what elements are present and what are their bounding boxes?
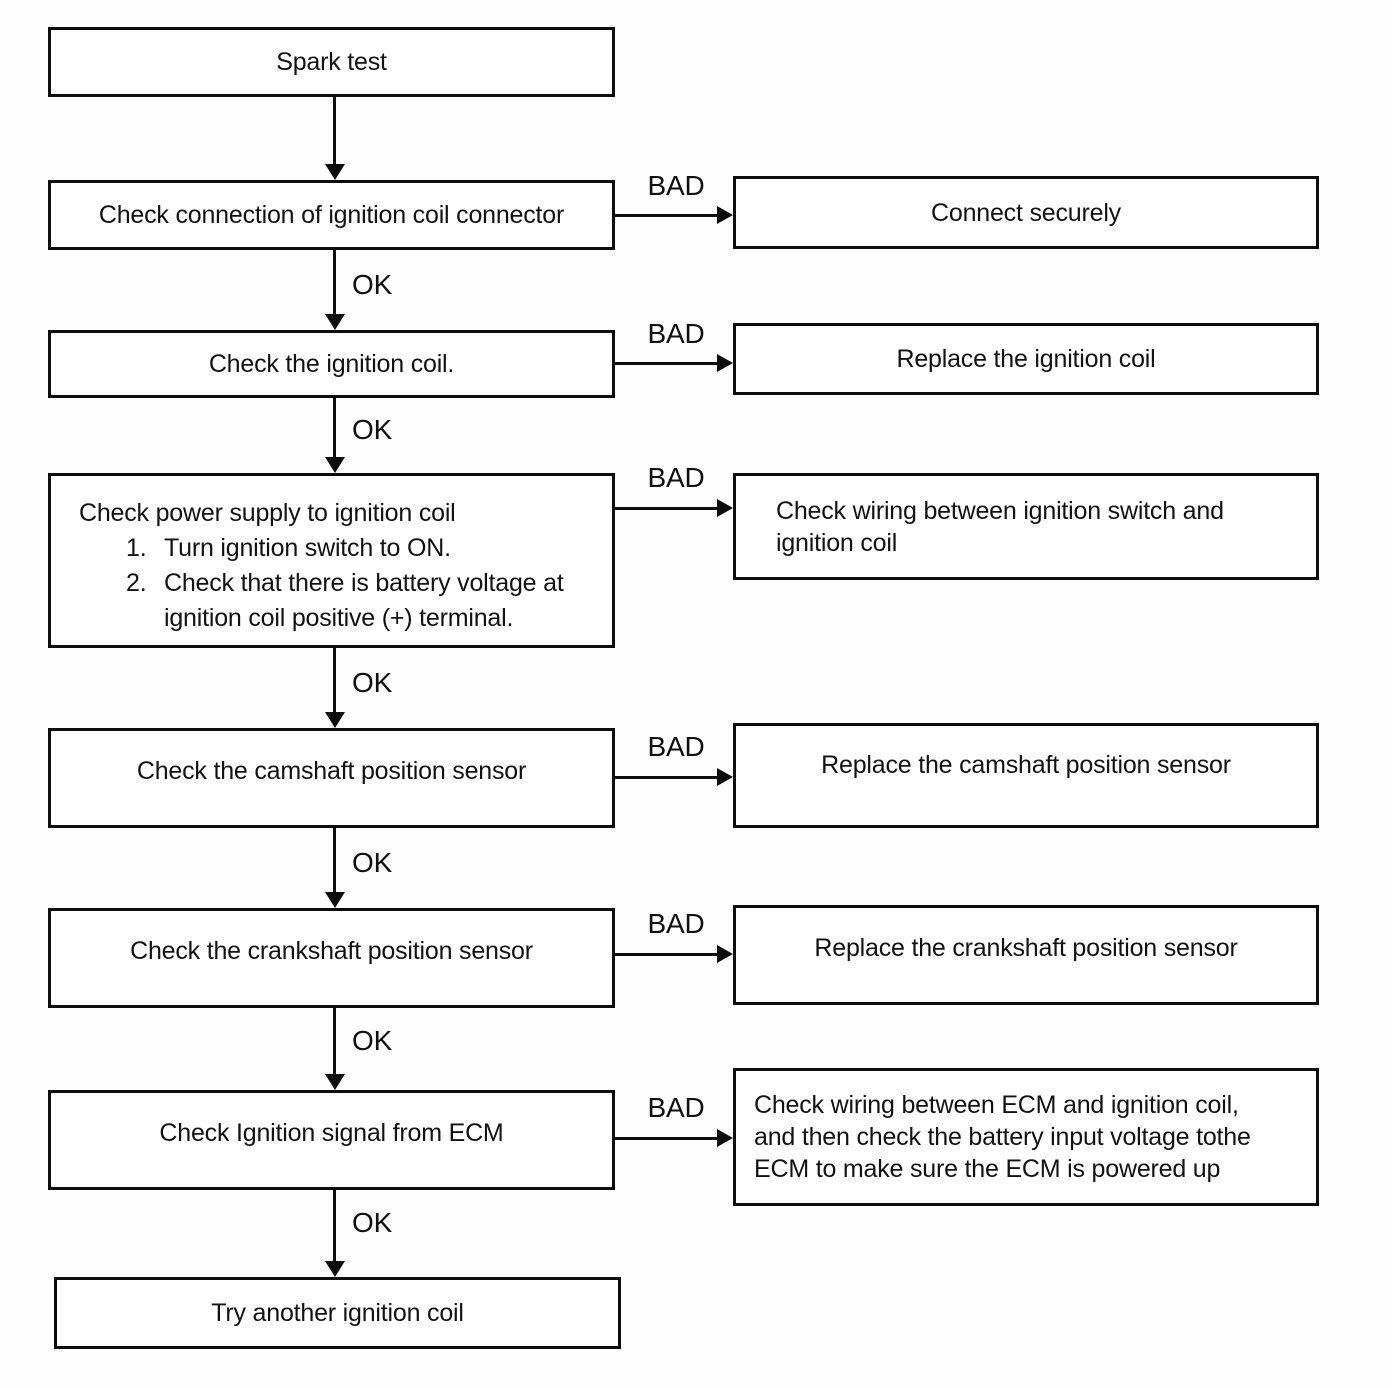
node-action-replace-crankshaft-sensor-label: Replace the crankshaft position sensor xyxy=(814,934,1238,962)
power-supply-step-2: 2. Check that there is battery voltage a… xyxy=(126,566,600,636)
bad-arrowhead-step5 xyxy=(717,945,733,963)
bad-line-step1 xyxy=(615,214,717,217)
flow-arrowhead-step3 xyxy=(325,457,345,473)
power-supply-step-2-text: Check that there is battery voltage at i… xyxy=(164,569,564,632)
bad-label-6: BAD xyxy=(647,1092,705,1123)
flow-arrowhead-step2 xyxy=(325,314,345,330)
node-end: Try another ignition coil xyxy=(54,1277,621,1349)
node-check-camshaft-sensor: Check the camshaft position sensor xyxy=(48,728,615,828)
bad-arrowhead-step1 xyxy=(717,206,733,224)
flow-arrowhead-step6 xyxy=(325,1074,345,1090)
ok-label-3: OK xyxy=(352,667,393,698)
flow-arrowhead-step4 xyxy=(325,712,345,728)
ok-label-5: OK xyxy=(352,1025,393,1056)
node-check-crankshaft-sensor: Check the crankshaft position sensor xyxy=(48,908,615,1008)
bad-label-3: BAD xyxy=(647,462,705,493)
power-supply-step-2-number: 2. xyxy=(126,569,147,597)
bad-label-5: BAD xyxy=(647,908,705,939)
bad-label-4: BAD xyxy=(647,731,705,762)
power-supply-step-1-text: Turn ignition switch to ON. xyxy=(164,534,451,562)
bad-arrowhead-step6 xyxy=(717,1129,733,1147)
node-check-power-supply: Check power supply to ignition coil 1. T… xyxy=(48,473,615,648)
node-check-power-supply-title: Check power supply to ignition coil xyxy=(79,499,456,527)
bad-label-1: BAD xyxy=(647,170,705,201)
bad-line-step2 xyxy=(615,362,717,365)
ok-label-6: OK xyxy=(352,1207,393,1238)
node-action-replace-camshaft-sensor-label: Replace the camshaft position sensor xyxy=(821,750,1231,779)
flow-line-step1-to-step2 xyxy=(333,250,336,314)
flow-arrowhead-step1 xyxy=(325,164,345,180)
flow-arrowhead-step5 xyxy=(325,892,345,908)
node-check-crankshaft-sensor-label: Check the crankshaft position sensor xyxy=(130,937,533,965)
node-check-coil-connector-label: Check connection of ignition coil connec… xyxy=(98,201,565,229)
node-action-check-wiring-switch: Check wiring between ignition switch and… xyxy=(733,473,1319,580)
flow-line-step6-to-end xyxy=(333,1190,336,1261)
node-check-ignition-signal-label: Check Ignition signal from ECM xyxy=(159,1119,504,1147)
node-end-label: Try another ignition coil xyxy=(211,1299,464,1327)
node-check-ignition-coil-label: Check the ignition coil. xyxy=(208,350,455,378)
node-action-replace-coil-label: Replace the ignition coil xyxy=(896,345,1156,373)
bad-line-step6 xyxy=(615,1137,717,1140)
flow-line-step2-to-step3 xyxy=(333,398,336,457)
node-check-coil-connector: Check connection of ignition coil connec… xyxy=(48,180,615,250)
flow-line-step4-to-step5 xyxy=(333,828,336,892)
ok-label-1: OK xyxy=(352,269,393,300)
node-action-check-wiring-ecm: Check wiring between ECM and ignition co… xyxy=(733,1068,1319,1206)
bad-arrowhead-step2 xyxy=(717,354,733,372)
flow-line-step5-to-step6 xyxy=(333,1008,336,1074)
node-action-check-wiring-switch-label: Check wiring between ignition switch and… xyxy=(776,496,1224,557)
node-start: Spark test xyxy=(48,27,615,97)
node-start-label: Spark test xyxy=(276,48,387,76)
node-check-ignition-signal: Check Ignition signal from ECM xyxy=(48,1090,615,1190)
flow-line-start-to-step1 xyxy=(333,97,336,164)
power-supply-step-1-number: 1. xyxy=(126,534,147,562)
node-action-replace-crankshaft-sensor: Replace the crankshaft position sensor xyxy=(733,905,1319,1005)
bad-label-2: BAD xyxy=(647,318,705,349)
bad-arrowhead-step3 xyxy=(717,499,733,517)
power-supply-step-1: 1. Turn ignition switch to ON. xyxy=(126,531,600,566)
node-action-connect-securely-label: Connect securely xyxy=(931,198,1121,227)
node-action-check-wiring-ecm-label: Check wiring between ECM and ignition co… xyxy=(754,1091,1251,1183)
ok-label-2: OK xyxy=(352,414,393,445)
bad-line-step3 xyxy=(615,507,717,510)
bad-line-step5 xyxy=(615,953,717,956)
flow-arrowhead-end xyxy=(325,1261,345,1277)
node-check-ignition-coil: Check the ignition coil. xyxy=(48,330,615,398)
node-action-connect-securely: Connect securely xyxy=(733,176,1319,249)
bad-arrowhead-step4 xyxy=(717,768,733,786)
node-action-replace-camshaft-sensor: Replace the camshaft position sensor xyxy=(733,723,1319,828)
node-check-camshaft-sensor-label: Check the camshaft position sensor xyxy=(136,757,527,785)
node-action-replace-coil: Replace the ignition coil xyxy=(733,323,1319,395)
flow-line-step3-to-step4 xyxy=(333,648,336,712)
ok-label-4: OK xyxy=(352,847,393,878)
bad-line-step4 xyxy=(615,776,717,779)
